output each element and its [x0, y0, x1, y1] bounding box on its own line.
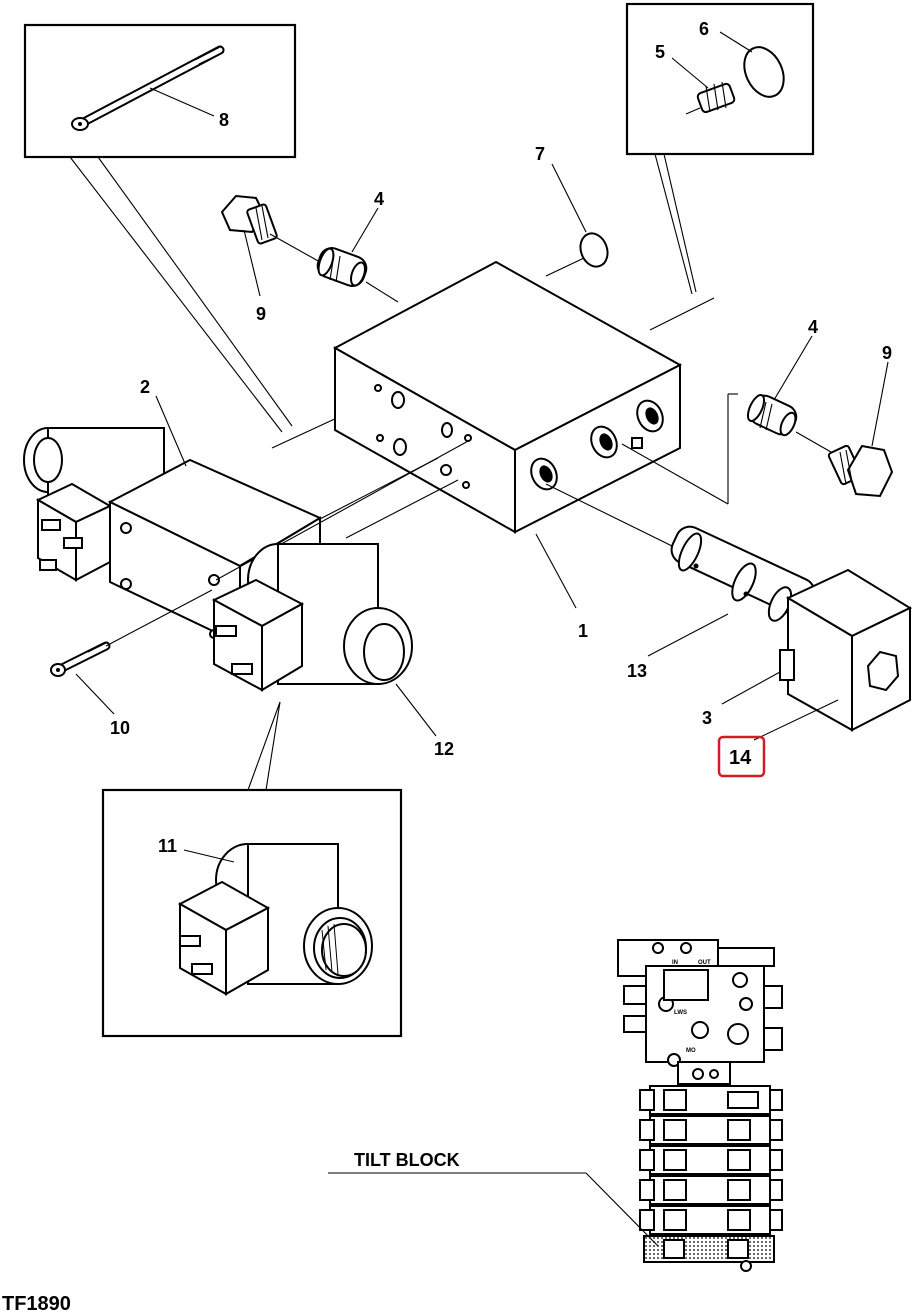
check-valve-part-4-right: [746, 394, 839, 457]
solenoid-coil-part-3: [779, 568, 913, 732]
solenoid-valve-part-2: [23, 427, 323, 646]
tilt-valve-section-2: [639, 1115, 783, 1145]
callout-14-highlight: [717, 735, 766, 778]
o-ring-part-7: [579, 232, 609, 268]
callout-8: 8: [219, 110, 229, 130]
callout-1: 1: [578, 621, 588, 641]
inset-part-8: 8: [23, 23, 297, 159]
plug-part-9-upper: [220, 194, 321, 263]
callout-4-right: 4: [808, 317, 818, 337]
solenoid-coil-part-12: [211, 543, 413, 692]
callout-5: 5: [655, 42, 665, 62]
callout-14: 14: [729, 747, 752, 769]
tilt-mo-label: MO: [686, 1048, 696, 1054]
tilt-lws-label: LWS: [674, 1010, 687, 1016]
callout-9-right: 9: [882, 343, 892, 363]
tilt-valve-section-1: [639, 1085, 783, 1115]
tilt-valve-section-4: [639, 1175, 783, 1205]
orifice-part-5: [685, 81, 736, 115]
diagram-id: TF1890: [2, 1293, 71, 1315]
valve-spool-part-13: [670, 525, 816, 622]
long-bolt-part-8: [71, 45, 225, 131]
callout-13: 13: [627, 661, 647, 681]
inset-part-11: 11: [101, 788, 403, 1038]
tilt-block-assembly: IN OUT LWS MO: [617, 939, 783, 1272]
callout-11: 11: [158, 836, 177, 856]
callout-4-upper: 4: [374, 189, 384, 209]
solenoid-coil-part-11: [177, 843, 373, 996]
callout-6: 6: [699, 19, 709, 39]
callout-10: 10: [110, 718, 130, 738]
plug-part-9-right: [827, 444, 894, 498]
o-ring-part-6: [743, 46, 785, 98]
valve-body-part-1: [332, 260, 683, 534]
callout-9-upper: 9: [256, 304, 266, 324]
tilt-valve-section-5: [639, 1205, 783, 1235]
inset-parts-5-6: 5 6: [625, 2, 815, 156]
callout-3: 3: [702, 708, 712, 728]
callout-2: 2: [140, 377, 150, 397]
callout-7: 7: [535, 144, 545, 164]
tilt-out-label: OUT: [698, 960, 711, 966]
tilt-block-label: TILT BLOCK: [354, 1150, 460, 1170]
tilt-in-label: IN: [672, 960, 678, 966]
tilt-block-section-highlighted: [643, 1235, 775, 1263]
check-valve-part-4-upper: [316, 247, 399, 303]
tilt-valve-section-3: [639, 1145, 783, 1175]
callout-12: 12: [434, 739, 454, 759]
bolt-part-10: [50, 641, 111, 677]
